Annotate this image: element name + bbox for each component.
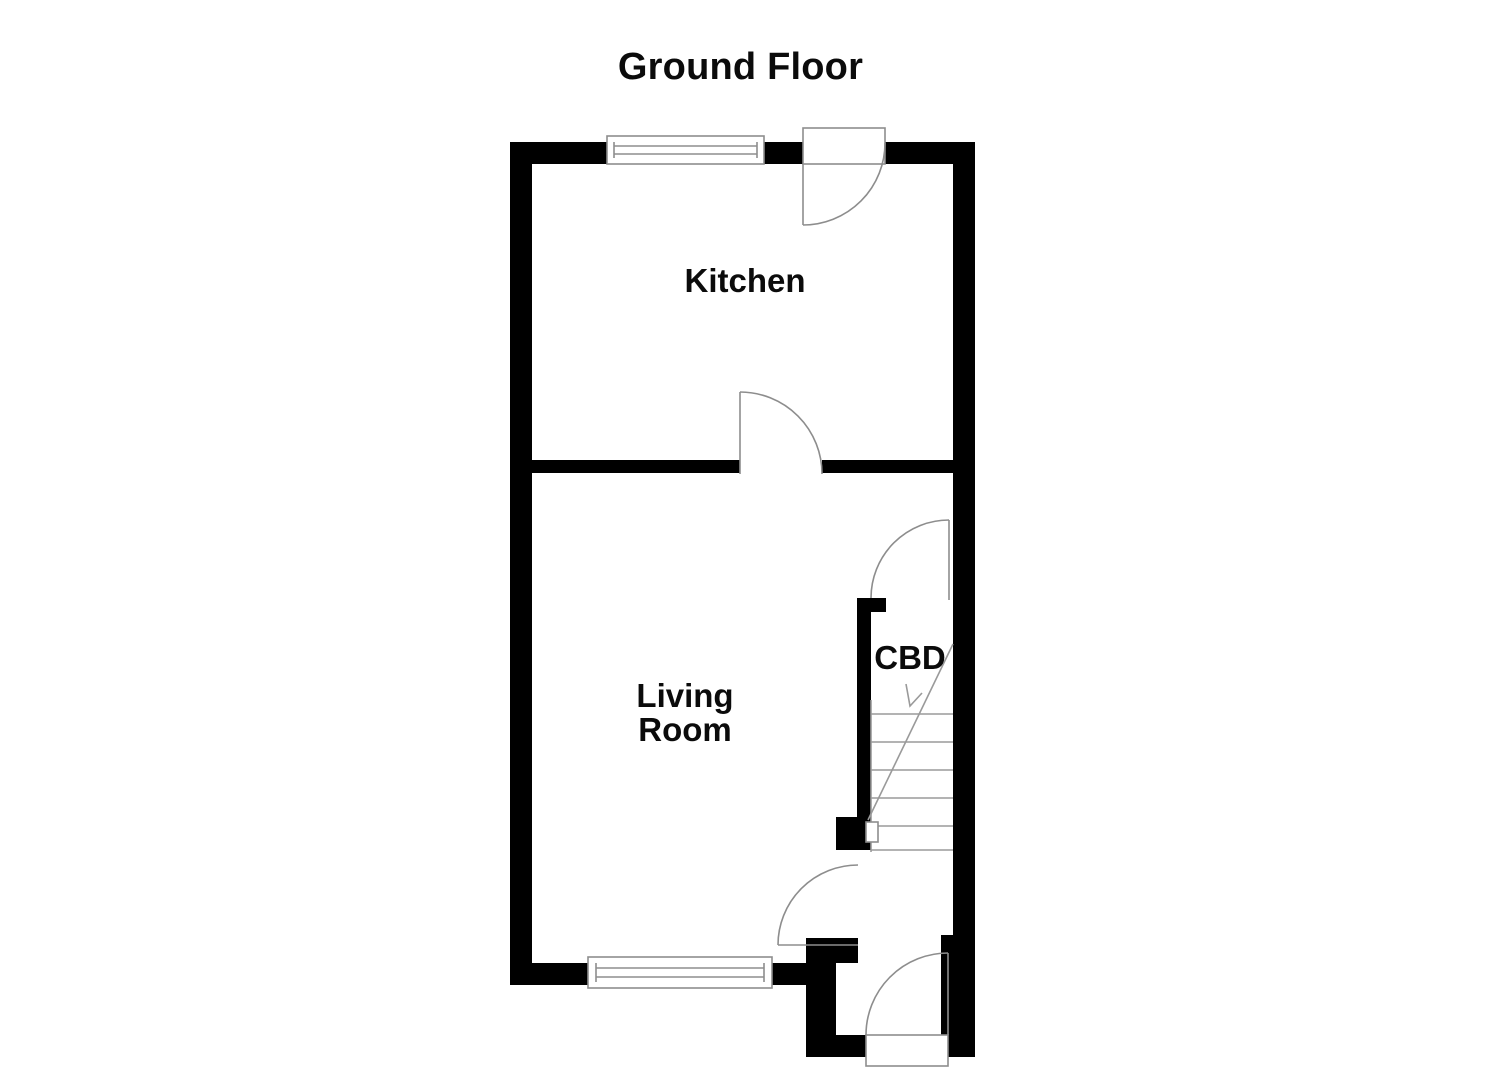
wall-stair-partition-head (857, 598, 886, 612)
door-swing-arc (739, 391, 823, 475)
wall-top-middle (762, 142, 803, 164)
kitchen-living-door[interactable] (739, 391, 823, 475)
page-title: Ground Floor (617, 46, 864, 88)
door-swing-arc (802, 142, 886, 226)
cbd-door[interactable] (870, 519, 950, 600)
wall-left-exterior (510, 142, 532, 985)
wall-right-exterior-upper (953, 142, 975, 935)
stair-direction-line (867, 643, 954, 821)
stair-direction-arrowhead (905, 683, 923, 708)
wall-top-right (885, 142, 975, 164)
wall-top-left (510, 142, 608, 164)
wall-bottom-right (770, 963, 806, 985)
wall-stair-partition (857, 598, 871, 839)
door-leaf-panel (802, 127, 886, 165)
door-swing-arc (865, 952, 949, 1036)
stair-newel-post (865, 821, 879, 843)
window-frame-outer (606, 135, 765, 165)
room-label-cbd: CBD (874, 639, 946, 676)
door-threshold-panel (865, 1034, 949, 1067)
living-room-hall-door[interactable] (777, 864, 859, 946)
wall-hall-head-stub (806, 938, 858, 963)
room-label-living-room-line1: Living (636, 677, 733, 714)
door-swing-arc (777, 864, 859, 946)
staircase (865, 643, 954, 852)
room-label-living-room-line2: Room (638, 711, 732, 748)
wall-divider-left (532, 460, 740, 473)
wall-porch-bottom-left (806, 1035, 870, 1057)
wall-bottom-left (510, 963, 588, 985)
door-swing-arc (870, 519, 950, 599)
wall-divider-right (822, 460, 953, 473)
room-label-kitchen: Kitchen (684, 262, 805, 299)
kitchen-window (606, 135, 765, 165)
window-frame-outer (587, 956, 773, 989)
exterior-walls (510, 142, 975, 1057)
front-entrance-door[interactable] (865, 952, 949, 1067)
living-room-window (587, 956, 773, 989)
wall-stair-partition-foot (836, 817, 871, 850)
kitchen-back-door[interactable] (802, 127, 886, 226)
interior-walls (532, 460, 953, 963)
